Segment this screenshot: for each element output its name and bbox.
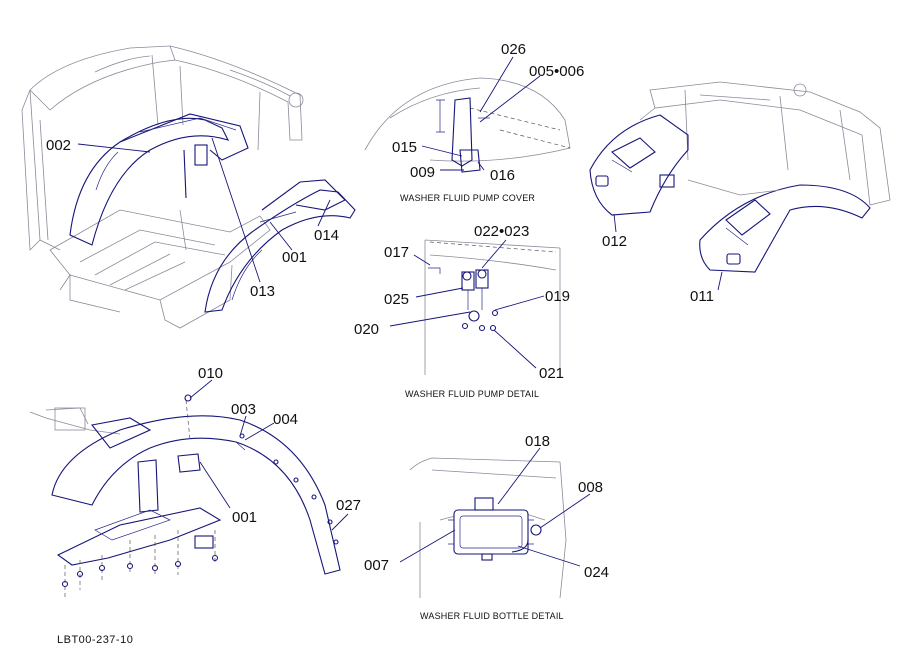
callout-022-023: 022•023 — [474, 223, 529, 240]
cab-fender-assembly-view — [21, 45, 356, 329]
callout-008: 008 — [578, 479, 603, 496]
callout-027: 027 — [336, 497, 361, 514]
callout-005-006: 005•006 — [529, 63, 584, 80]
callout-013: 013 — [250, 283, 275, 300]
callout-labels: 002 013 001 014 026 005•006 015 009 016 … — [46, 41, 714, 581]
callout-004: 004 — [273, 411, 298, 428]
callout-001-bottom: 001 — [232, 509, 257, 526]
fender-exploded-view — [29, 394, 341, 600]
leader-lines — [77, 56, 723, 567]
caption-pump-detail: WASHER FLUID PUMP DETAIL — [405, 389, 539, 399]
pump-cover-view — [364, 77, 571, 173]
callout-010: 010 — [198, 365, 223, 382]
callout-014: 014 — [314, 227, 339, 244]
caption-bottle-detail: WASHER FLUID BOTTLE DETAIL — [420, 611, 564, 621]
callout-012: 012 — [602, 233, 627, 250]
callout-026: 026 — [501, 41, 526, 58]
caption-pump-cover: WASHER FLUID PUMP COVER — [400, 193, 535, 203]
callout-018: 018 — [525, 433, 550, 450]
callout-011: 011 — [690, 288, 714, 305]
callout-025: 025 — [384, 291, 409, 308]
callout-003: 003 — [231, 401, 256, 418]
callout-016: 016 — [490, 167, 515, 184]
bottle-detail-view — [409, 457, 567, 599]
callout-007: 007 — [364, 557, 389, 574]
callout-019: 019 — [545, 288, 570, 305]
callout-021: 021 — [539, 365, 564, 382]
callout-017: 017 — [384, 244, 409, 261]
callout-024: 024 — [584, 564, 609, 581]
callout-002: 002 — [46, 137, 71, 154]
callout-009: 009 — [410, 164, 435, 181]
callout-020: 020 — [354, 321, 379, 338]
pump-detail-view — [424, 239, 561, 375]
callout-015: 015 — [392, 139, 417, 156]
callout-001-top: 001 — [282, 249, 307, 266]
view-captions: WASHER FLUID PUMP COVER WASHER FLUID PUM… — [57, 193, 564, 646]
drawing-code: LBT00-237-10 — [57, 634, 133, 646]
cab-worklight-view — [589, 81, 891, 273]
